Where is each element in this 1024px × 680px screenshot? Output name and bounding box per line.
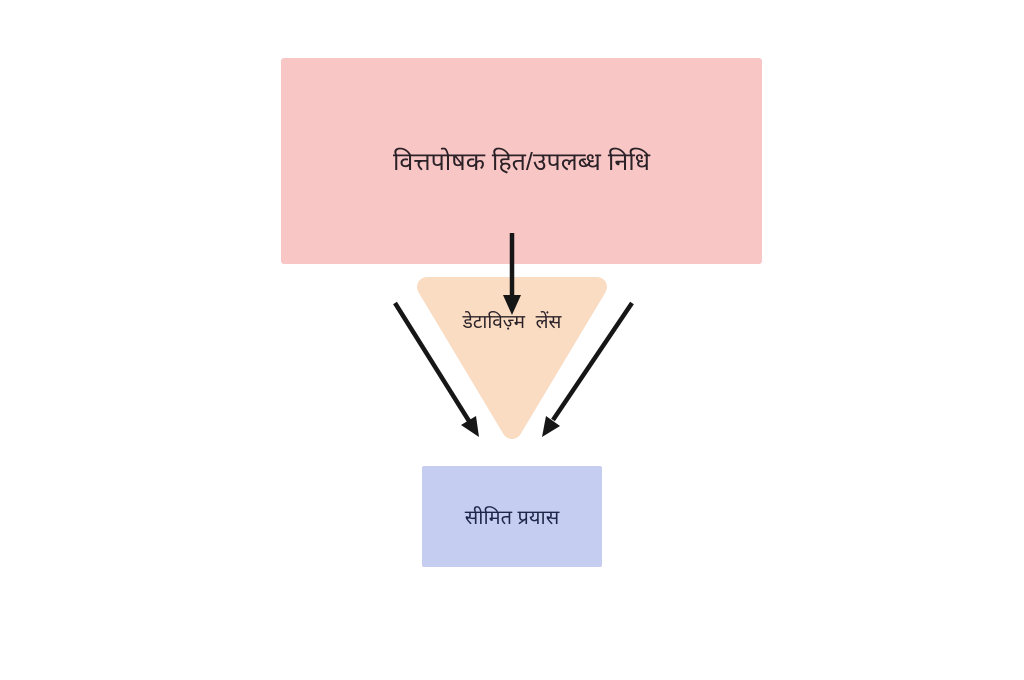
dataviz-lens-label: डेटाविज़्म लेंस (462, 312, 562, 333)
funder-interests-box: वित्तपोषक हित/उपलब्ध निधि (281, 58, 762, 264)
funder-interests-label: वित्तपोषक हित/उपलब्ध निधि (392, 148, 651, 176)
dataviz-lens-funnel (417, 277, 607, 439)
limited-effort-box: सीमित प्रयास (422, 466, 602, 567)
limited-effort-label: सीमित प्रयास (464, 507, 560, 529)
